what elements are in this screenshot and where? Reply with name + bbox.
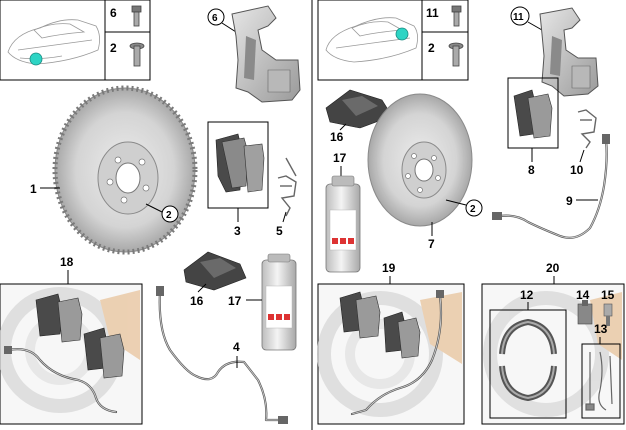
pin-part <box>603 303 613 326</box>
label-right-pads: 8 <box>528 163 535 177</box>
label-right-carrier: 11 <box>513 12 524 23</box>
right-brake-pads <box>507 77 559 149</box>
label-left-carrier: 6 <box>212 13 218 24</box>
label-right-vehicle-bolt: 11 <box>426 6 439 20</box>
right-brake-kit-box <box>317 283 465 425</box>
bolt-icon <box>131 5 142 27</box>
position-marker-icon <box>29 52 43 66</box>
label-right-kit: 19 <box>382 261 396 275</box>
label-left-cloth: 16 <box>190 294 204 308</box>
car-silhouette-icon <box>7 19 100 65</box>
label-right-vehicle-screw: 2 <box>428 41 435 55</box>
right-caliper-carrier: 11 <box>510 6 599 97</box>
label-left-sensor: 4 <box>233 340 240 354</box>
label-left-vehicle-bolt: 6 <box>110 6 117 20</box>
label-right-part14: 14 <box>576 288 590 302</box>
label-right-spring: 10 <box>570 163 584 177</box>
left-vehicle-box: 6 2 <box>0 0 151 81</box>
left-brake-disc <box>52 85 198 255</box>
left-brake-pads <box>207 121 269 209</box>
label-left-pads: 3 <box>234 224 241 238</box>
label-right-part13: 13 <box>594 322 608 336</box>
bolt-icon <box>451 5 462 27</box>
right-vehicle-box: 11 2 <box>317 0 469 81</box>
label-left-disc-screw: 2 <box>166 210 172 221</box>
right-parking-brake-kit-box: 12 14 15 13 <box>481 283 625 425</box>
label-left-spring: 5 <box>276 224 283 238</box>
right-disc-screw-callout: 2 <box>445 199 483 217</box>
right-spring-clip <box>577 109 597 149</box>
brake-shoes <box>499 318 557 402</box>
left-spring-clip <box>277 157 297 217</box>
label-right-shoes: 12 <box>520 288 534 302</box>
label-right-spray: 17 <box>333 151 347 165</box>
label-right-disc: 7 <box>428 237 435 251</box>
label-right-cloth: 16 <box>330 130 344 144</box>
left-caliper-carrier: 6 <box>207 5 301 103</box>
label-right-part15: 15 <box>601 288 615 302</box>
label-left-spray: 17 <box>228 294 242 308</box>
right-spray-can <box>325 175 361 273</box>
left-wear-sensor <box>156 286 288 424</box>
springs-part <box>585 351 613 411</box>
right-brake-disc <box>367 93 473 227</box>
left-spray-can <box>261 253 297 351</box>
label-left-vehicle-screw: 2 <box>110 41 117 55</box>
left-brake-kit-box <box>0 283 143 425</box>
position-marker-icon <box>395 27 409 41</box>
label-right-disc-screw: 2 <box>470 204 476 215</box>
screw-icon <box>129 42 145 67</box>
right-wear-sensor <box>492 134 610 239</box>
label-right-sensor: 9 <box>566 194 573 208</box>
screw-icon <box>448 42 464 67</box>
right-cleaning-cloth <box>325 89 393 129</box>
label-left-kit: 18 <box>60 255 74 269</box>
adjuster-part <box>577 300 593 325</box>
left-cleaning-cloth <box>183 251 247 291</box>
label-right-parking-kit: 20 <box>546 261 560 275</box>
label-left-disc: 1 <box>30 182 37 196</box>
left-disc-screw-callout: 2 <box>145 203 179 223</box>
